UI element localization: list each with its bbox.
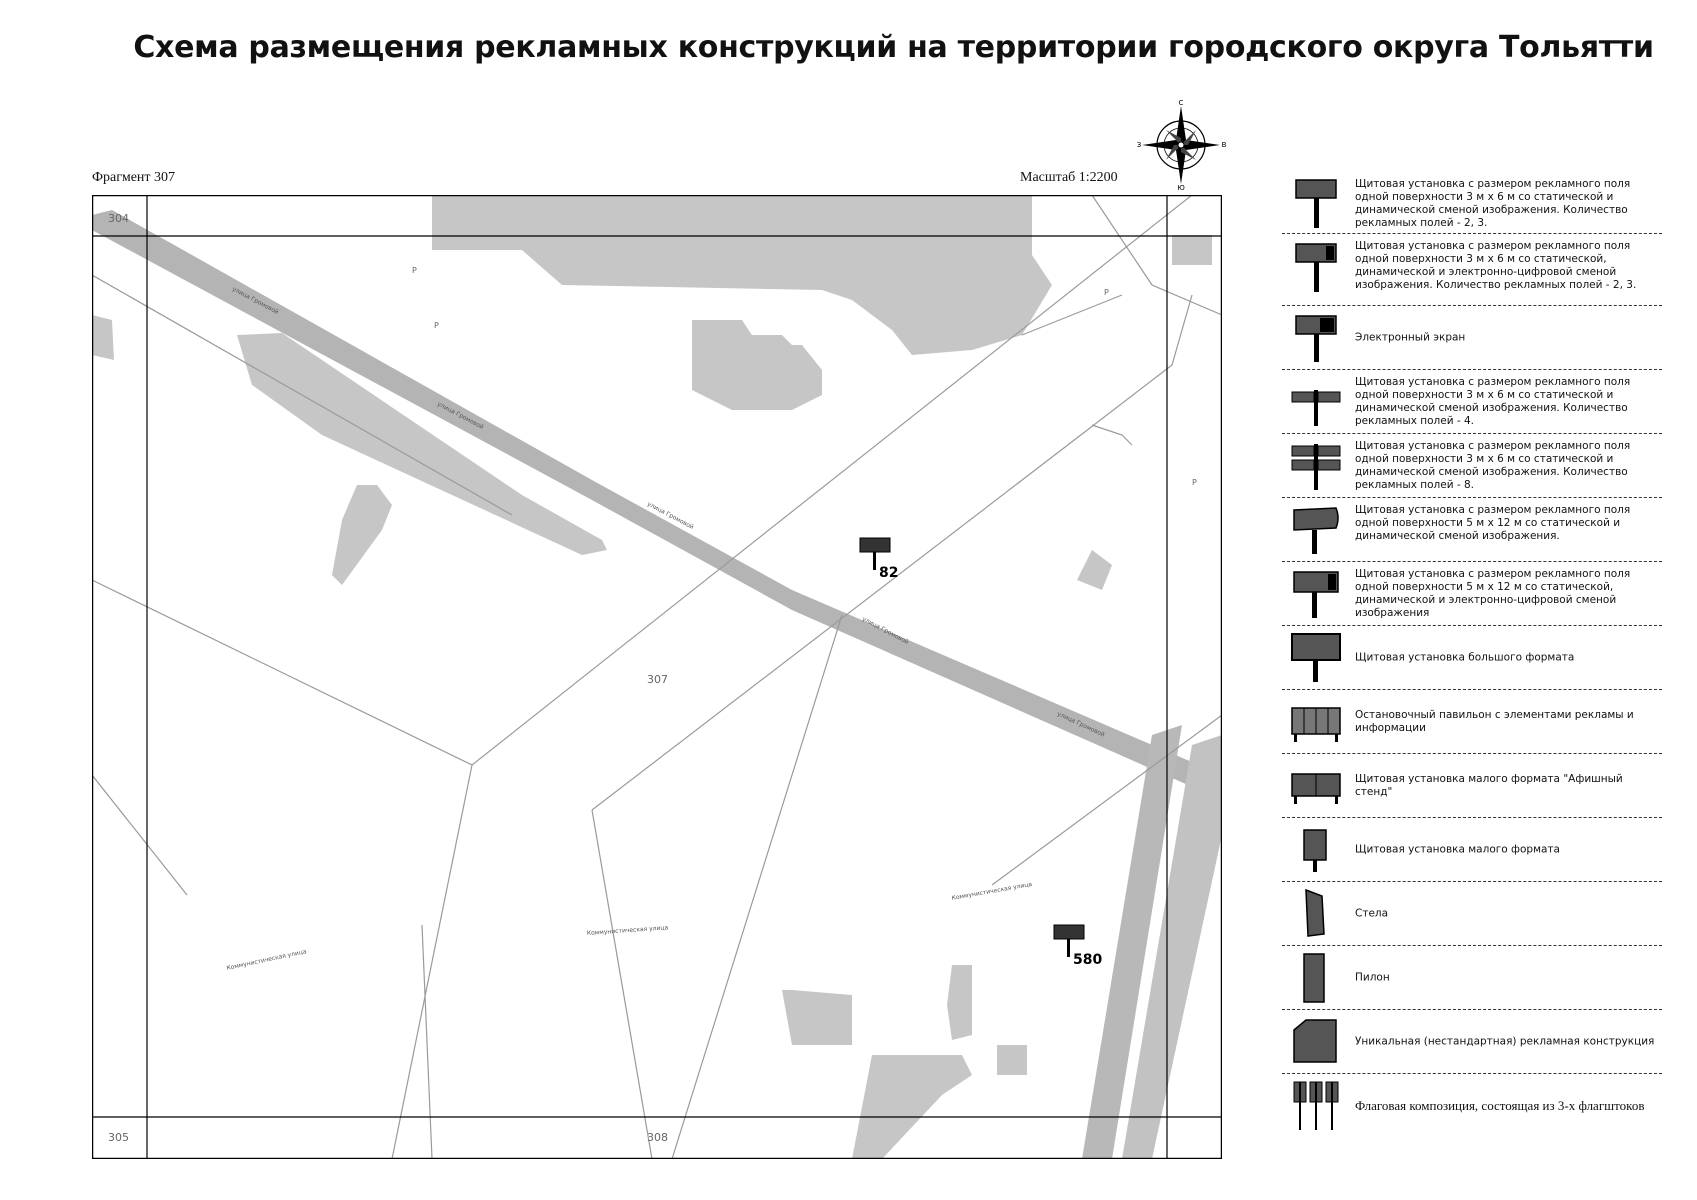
building-block bbox=[852, 1055, 972, 1159]
compass-east-label: В bbox=[1222, 141, 1226, 149]
legend-text: Электронный экран bbox=[1355, 331, 1466, 343]
large-format-billboard-icon bbox=[1291, 633, 1341, 682]
legend-text: Щитовая установка с размером рекламного … bbox=[1355, 440, 1631, 491]
small-format-billboard-icon bbox=[1303, 829, 1327, 872]
compass-north-label: С bbox=[1179, 100, 1184, 107]
building-block bbox=[692, 320, 822, 410]
building-block bbox=[1172, 235, 1212, 265]
parking-label: Р bbox=[434, 321, 439, 330]
legend-text: Щитовая установка большого формата bbox=[1355, 651, 1575, 663]
green-area bbox=[237, 333, 607, 555]
ad-marker-580[interactable]: 580 bbox=[1053, 924, 1102, 968]
building-block bbox=[332, 485, 392, 585]
billboard-5x12-digital-icon bbox=[1293, 571, 1339, 618]
legend-item: Щитовая установка с размером рекламного … bbox=[1282, 434, 1662, 498]
legend-item: Щитовая установка с размером рекламного … bbox=[1282, 172, 1662, 234]
building-block bbox=[1077, 550, 1112, 590]
legend-item: Щитовая установка с размером рекламного … bbox=[1282, 370, 1662, 434]
grid-label-307: 307 bbox=[647, 673, 668, 686]
highway-road bbox=[1082, 725, 1182, 1159]
legend-item: Щитовая установка малого формата "Афишны… bbox=[1282, 754, 1662, 818]
legend-text: Щитовая установка с размером рекламного … bbox=[1355, 376, 1631, 427]
ad-marker-number: 580 bbox=[1073, 952, 1102, 968]
legend-item: Щитовая установка большого формата bbox=[1282, 626, 1662, 690]
billboard-8-fields-icon bbox=[1291, 444, 1341, 490]
poster-stand-icon bbox=[1291, 773, 1341, 804]
building-block bbox=[947, 965, 972, 1040]
legend-item: Щитовая установка с размером рекламного … bbox=[1282, 234, 1662, 306]
compass-west-label: З bbox=[1137, 141, 1142, 149]
legend-item: Уникальная (нестандартная) рекламная кон… bbox=[1282, 1010, 1662, 1074]
billboard-3x6-icon bbox=[1295, 179, 1337, 228]
scale-label: Масштаб 1:2200 bbox=[1020, 170, 1118, 185]
ad-marker-82[interactable]: 82 bbox=[859, 537, 898, 581]
legend-text: Уникальная (нестандартная) рекламная кон… bbox=[1355, 1035, 1655, 1047]
legend-text: Щитовая установка с размером рекламного … bbox=[1355, 568, 1631, 619]
building-block bbox=[997, 1045, 1027, 1075]
pylon-icon bbox=[1303, 953, 1325, 1003]
bus-stop-pavilion-icon bbox=[1291, 707, 1341, 742]
building-small bbox=[92, 315, 114, 360]
legend-item: Щитовая установка с размером рекламного … bbox=[1282, 498, 1662, 562]
street-label: Коммунистическая улица bbox=[587, 924, 669, 937]
legend: Щитовая установка с размером рекламного … bbox=[1282, 172, 1662, 1138]
gromovoy-street-road bbox=[92, 210, 1222, 800]
page-title: Схема размещения рекламных конструкций н… bbox=[133, 30, 1654, 65]
legend-item: Щитовая установка малого формата bbox=[1282, 818, 1662, 882]
legend-text: Флаговая композиция, состоящая из 3-х фл… bbox=[1355, 1098, 1645, 1113]
electronic-screen-icon bbox=[1295, 315, 1337, 362]
compass-south-label: Ю bbox=[1177, 184, 1185, 190]
legend-text: Щитовая установка малого формата "Афишны… bbox=[1355, 772, 1623, 798]
industrial-area bbox=[432, 195, 1052, 355]
legend-item: Флаговая композиция, состоящая из 3-х фл… bbox=[1282, 1074, 1662, 1138]
billboard-3x6-digital-icon bbox=[1295, 243, 1337, 292]
legend-text: Щитовая установка с размером рекламного … bbox=[1355, 240, 1637, 291]
legend-text: Щитовая установка с размером рекламного … bbox=[1355, 178, 1631, 229]
parking-label: Р bbox=[1104, 288, 1109, 297]
billboard-4-fields-icon bbox=[1291, 390, 1341, 426]
legend-text: Остановочный павильон с элементами рекла… bbox=[1355, 708, 1634, 734]
legend-text: Щитовая установка малого формата bbox=[1355, 843, 1560, 855]
legend-text: Пилон bbox=[1355, 971, 1390, 983]
fragment-label: Фрагмент 307 bbox=[92, 170, 176, 185]
street-label: Коммунистическая улица bbox=[951, 881, 1033, 902]
parking-label: Р bbox=[412, 266, 417, 275]
parking-label: Р bbox=[1192, 478, 1197, 487]
grid-label-304: 304 bbox=[108, 212, 129, 225]
flag-composition-icon bbox=[1293, 1081, 1339, 1130]
billboard-5x12-icon bbox=[1293, 507, 1339, 554]
legend-item: Пилон bbox=[1282, 946, 1662, 1010]
legend-text: Щитовая установка с размером рекламного … bbox=[1355, 504, 1631, 542]
legend-item: Щитовая установка с размером рекламного … bbox=[1282, 562, 1662, 626]
unique-construction-icon bbox=[1293, 1019, 1337, 1063]
legend-item: Остановочный павильон с элементами рекла… bbox=[1282, 690, 1662, 754]
map-fragment: 304 307 305 308 улица Громовой улица Гро… bbox=[92, 195, 1222, 1159]
legend-item: Стела bbox=[1282, 882, 1662, 946]
highway-road bbox=[1122, 735, 1222, 1159]
building-block bbox=[782, 990, 852, 1045]
compass-rose-icon: С Ю З В bbox=[1137, 100, 1226, 190]
legend-text: Стела bbox=[1355, 907, 1389, 919]
street-label: Коммунистическая улица bbox=[226, 948, 307, 972]
legend-item: Электронный экран bbox=[1282, 306, 1662, 370]
grid-label-308: 308 bbox=[647, 1131, 668, 1144]
grid-label-305: 305 bbox=[108, 1131, 129, 1144]
stele-icon bbox=[1305, 888, 1325, 937]
ad-marker-number: 82 bbox=[879, 565, 898, 581]
